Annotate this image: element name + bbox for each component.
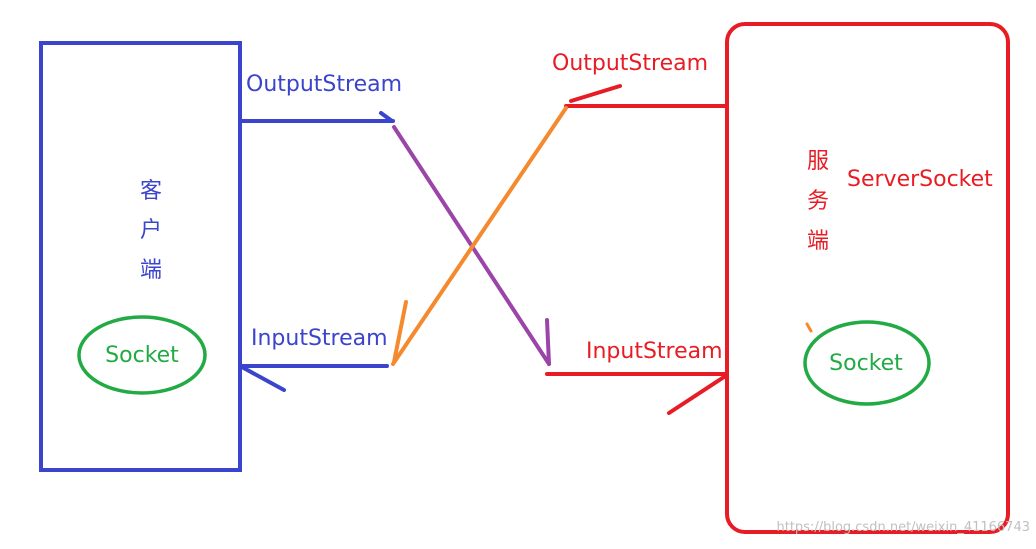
client-label-char-1: 客 (140, 179, 162, 204)
server-label-char-3: 端 (807, 229, 829, 254)
client-socket-ellipse (77, 315, 207, 395)
server-socket-ellipse (803, 320, 931, 406)
client-box (39, 41, 242, 472)
server-label-char-2: 务 (807, 189, 829, 214)
client-label-char-2: 户 (140, 218, 162, 243)
server-output-arrowhead (569, 84, 622, 103)
client-input-label: InputStream (251, 326, 388, 351)
client-output-label: OutputStream (246, 72, 402, 97)
watermark-text: https://blog.csdn.net/weixin_41166743 (776, 520, 1030, 535)
server-stray-mark (805, 322, 813, 333)
server-to-client-connector (391, 106, 568, 366)
server-socket-label: Socket (829, 351, 903, 376)
client-socket-label: Socket (105, 343, 179, 368)
client-group: 客 户 端 Socket OutputStream InputStream (39, 41, 402, 472)
server-label-char-1: 服 (807, 149, 829, 174)
server-socket-class-label: ServerSocket (847, 167, 993, 192)
client-label-char-3: 端 (140, 258, 162, 283)
server-input-label: InputStream (586, 339, 723, 364)
client-input-arrowhead (238, 364, 286, 392)
server-input-arrowhead (667, 373, 729, 415)
server-output-label: OutputStream (552, 51, 708, 76)
server-box (725, 22, 1010, 534)
server-to-client-arrowhead (392, 300, 408, 364)
crossing-connectors (391, 106, 568, 366)
client-output-arrowhead (379, 111, 394, 123)
client-to-server-arrowhead (545, 318, 551, 366)
server-group: 服 务 端 ServerSocket Socket OutputStream I… (545, 22, 1010, 534)
